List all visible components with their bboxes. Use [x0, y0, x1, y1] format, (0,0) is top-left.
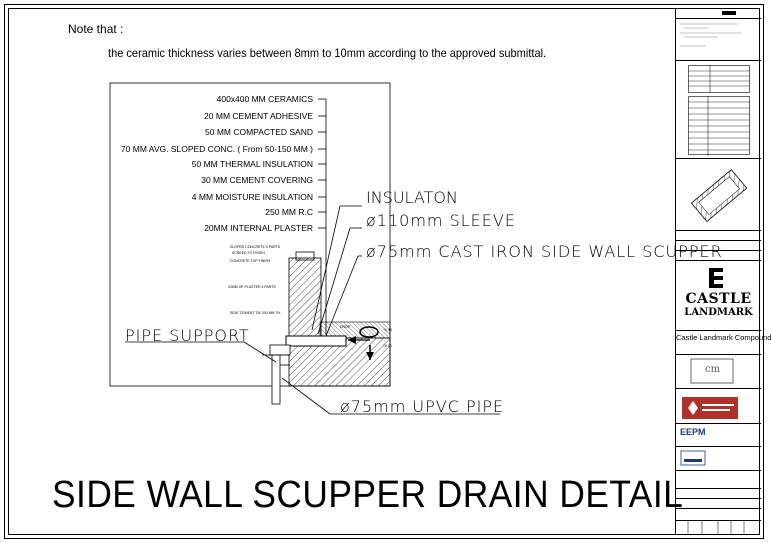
svg-text:SEAT CEMENT TIE 200 MM TH.: SEAT CEMENT TIE 200 MM TH.: [230, 311, 281, 315]
castle-logo-icon: [709, 268, 723, 288]
callout-upvc-pipe: ø75mm UPVC PIPE: [340, 397, 505, 416]
callout-leaders: [125, 205, 500, 415]
layer-label: 20 MM CEMENT ADHESIVE: [204, 111, 313, 121]
drawing-border-inner: [8, 8, 760, 535]
layer-label: 30 MM CEMENT COVERING: [201, 175, 313, 185]
callout-cast-iron-scupper: ø75mm CAST IRON SIDE WALL SCUPPER: [366, 242, 723, 261]
client-logo-line1: CASTLE: [685, 291, 752, 307]
client-logo-line2: LANDMARK: [684, 307, 753, 318]
parapet-wall: [288, 257, 322, 339]
callout-insulation: INSULATON: [366, 188, 458, 207]
scupper-pipe: [285, 335, 347, 347]
revision-table: [688, 96, 750, 156]
svg-text:20MM OF PLASTER 4 PARTS: 20MM OF PLASTER 4 PARTS: [228, 285, 276, 289]
svg-text:+0.00: +0.00: [383, 344, 392, 348]
contractor-logo: [680, 450, 706, 466]
general-notes-lines: [680, 23, 742, 47]
layer-label: 4 MM MOISTURE INSULATION: [191, 192, 313, 202]
key-plan-icon: [690, 169, 748, 223]
detail-title: SIDE WALL SCUPPER DRAIN DETAIL: [52, 474, 684, 516]
svg-text:DROP: DROP: [340, 325, 351, 329]
parapet-coping: [295, 251, 315, 261]
note-text: the ceramic thickness varies between 8mm…: [108, 46, 547, 60]
svg-text:SLOPED CONCRETE 4 PARTS: SLOPED CONCRETE 4 PARTS: [230, 245, 281, 249]
layer-label: 250 MM R.C: [265, 207, 313, 217]
pipe-elbow: [269, 344, 291, 356]
developer-logo: cm: [690, 358, 734, 384]
scupper-detail-drawing: SLOPED CONCRETE 4 PARTS SCREED TO FINISH…: [109, 82, 500, 415]
svg-text:SCREED TO FINISH: SCREED TO FINISH: [232, 251, 265, 255]
title-block: CASTLE LANDMARK Castle Landmark Compound…: [675, 8, 771, 535]
detail-viewport-frame: [109, 82, 391, 387]
layer-leaders: [318, 98, 327, 335]
callout-sleeve: ø110mm SLEEVE: [366, 211, 516, 230]
svg-text:+0.45: +0.45: [383, 328, 392, 332]
svg-text:cm: cm: [705, 364, 721, 375]
drawing-border-outer: [4, 4, 764, 539]
layer-label: 50 MM THERMAL INSULATION: [191, 159, 313, 169]
sheet-stamp: [722, 11, 736, 15]
consultant-name: EEPM: [680, 427, 706, 437]
project-name: Castle Landmark Compound: [676, 333, 771, 342]
consultant-logo-red: [682, 397, 738, 419]
layer-label: 70 MM AVG. SLOPED CONC. ( From 50-150 MM…: [120, 144, 313, 154]
legend-table: [688, 65, 750, 93]
callout-pipe-support: PIPE SUPPORT: [125, 326, 250, 345]
layer-label: 50 MM COMPACTED SAND: [205, 127, 313, 137]
svg-text:CONCRETE TOP FINISH: CONCRETE TOP FINISH: [230, 259, 271, 263]
layer-label: 20MM INTERNAL PLASTER: [204, 223, 313, 233]
small-wall-notes: SLOPED CONCRETE 4 PARTS SCREED TO FINISH…: [228, 245, 392, 348]
layer-label: 400x400 MM CERAMICS: [216, 94, 313, 104]
note-title: Note that :: [68, 22, 124, 36]
sheet-info-row: [687, 520, 745, 534]
drain-outlet: [359, 326, 379, 338]
